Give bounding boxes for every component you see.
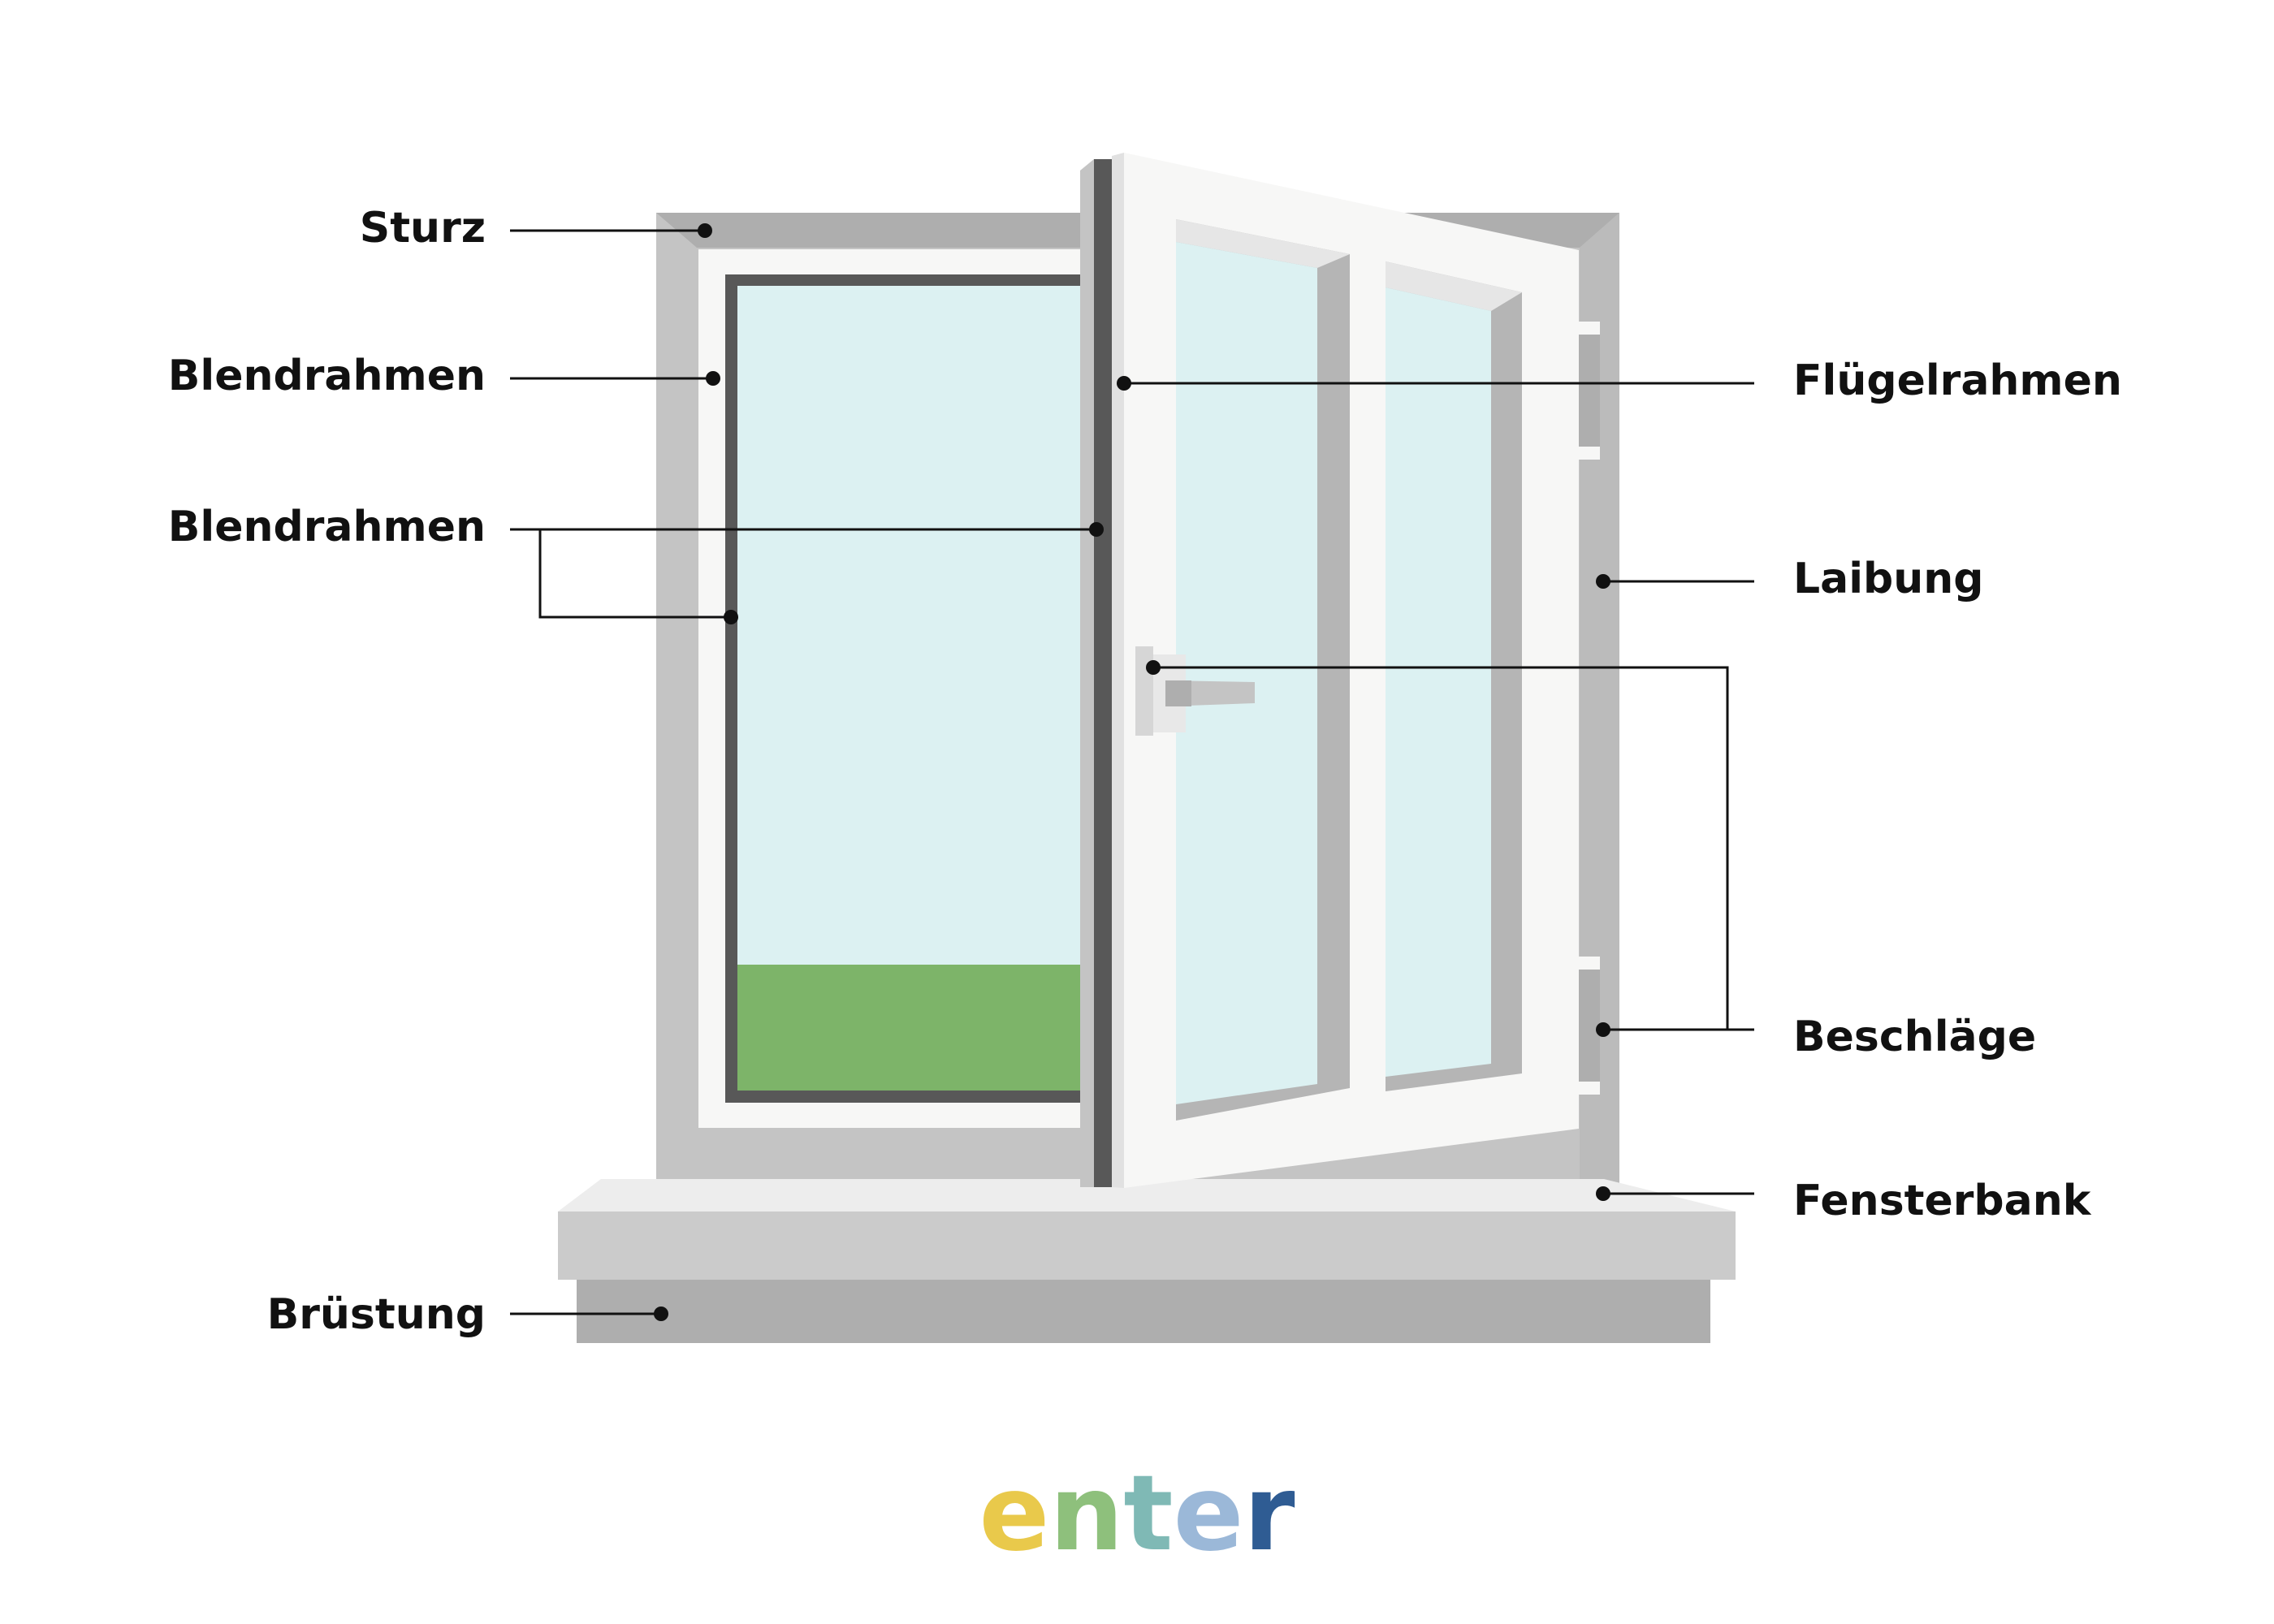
fensterbank-top (558, 1179, 1736, 1212)
hinge-bottom (1579, 957, 1600, 1095)
label-sturz: Sturz (360, 204, 486, 253)
sash-pane-left-glass (1176, 242, 1317, 1104)
logo-letter-r: r (1243, 1453, 1295, 1574)
sash-seal (1094, 159, 1112, 1187)
label-bruestung: Brüstung (267, 1290, 486, 1339)
label-fensterbank: Fensterbank (1793, 1177, 2092, 1225)
label-beschlaege: Beschläge (1793, 1013, 2036, 1061)
grass-view (737, 965, 1083, 1091)
enter-logo: enter (979, 1453, 1295, 1574)
handle-lever-shade (1165, 680, 1191, 706)
label-laibung: Laibung (1793, 555, 1984, 603)
pointer-dot-sturz (698, 223, 712, 238)
sash-pane-right-bevel-top (1386, 261, 1522, 311)
leader-beschlaege (1153, 666, 1754, 1031)
label-fluegelrahmen: Flügelrahmen (1793, 356, 2122, 405)
pointer-dot-blendrahmen-2b (724, 610, 738, 624)
logo-letter-n: n (1049, 1453, 1123, 1574)
hinge-top (1579, 322, 1600, 460)
pointer-dot-laibung (1596, 574, 1610, 589)
pointer-dot-beschlaege-b (1596, 1022, 1610, 1037)
handle-base (1135, 646, 1153, 736)
pointer-dot-bruestung (654, 1307, 668, 1321)
label-blendrahmen-2: Blendrahmen (168, 503, 486, 551)
logo-letter-e1: e (979, 1453, 1049, 1574)
pointer-dot-blendrahmen-2a (1089, 522, 1104, 537)
sash-edge-grey (1080, 159, 1094, 1187)
logo-wordmark: enter (979, 1453, 1295, 1574)
leader-blendrahmen-2-branch (538, 529, 731, 619)
logo-letter-e2: e (1174, 1453, 1244, 1574)
label-blendrahmen-1: Blendrahmen (168, 352, 486, 400)
pointer-dot-beschlaege-a (1146, 660, 1161, 675)
bruestung-block (577, 1280, 1710, 1343)
logo-letter-t: t (1123, 1453, 1173, 1574)
window-illustration (558, 153, 1736, 1343)
labels: Sturz Blendrahmen Blendrahmen Brüstung F… (168, 204, 2122, 1339)
pointer-dot-blendrahmen-1 (706, 371, 720, 386)
fensterbank-front (558, 1212, 1736, 1280)
pointer-dot-fluegelrahmen (1117, 376, 1131, 391)
sash-pane-right-glass (1386, 287, 1491, 1077)
sash-pane-left-bevel-top (1176, 219, 1350, 268)
sash-side (1112, 153, 1124, 1188)
glass-opening (737, 286, 1083, 966)
leader-lines (510, 223, 1754, 1321)
pointer-dot-fensterbank (1596, 1186, 1610, 1201)
